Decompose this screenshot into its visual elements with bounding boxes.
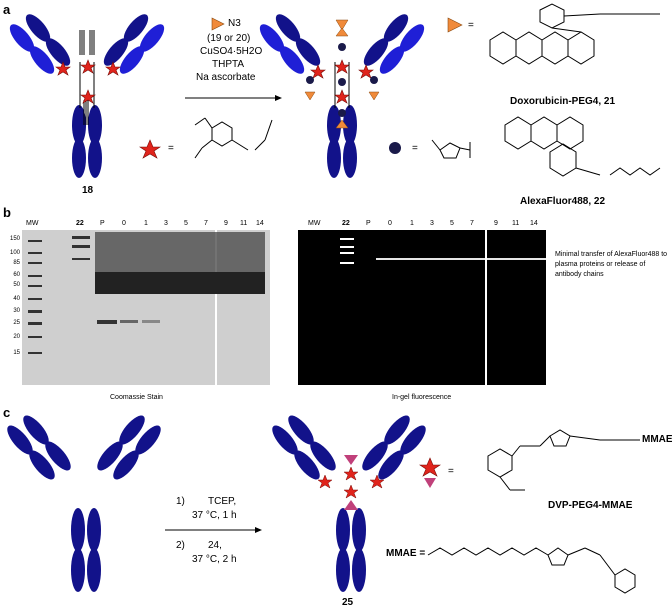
doxorubicin-label: Doxorubicin-PEG4, 21 xyxy=(510,96,616,107)
mw-marker: 20 xyxy=(13,334,20,340)
step2-reagent: 24, xyxy=(208,540,222,551)
lane-label: 22 xyxy=(76,220,84,227)
lane-label: 22 xyxy=(342,220,350,227)
azide-label: N3 xyxy=(228,18,241,29)
payload-equals: = xyxy=(448,466,454,477)
fluorescence-caption: In-gel fluorescence xyxy=(392,394,452,401)
dvp-structure xyxy=(487,429,640,491)
mw-marker: 30 xyxy=(13,308,20,314)
lane-label: 5 xyxy=(450,220,454,227)
lane-label: 5 xyxy=(184,220,188,227)
dvp-peg-mmae-label: DVP-PEG4-MMAE xyxy=(548,500,633,511)
lane-label: 11 xyxy=(240,220,248,227)
lane-label: P xyxy=(100,220,105,227)
triangle-equals: = xyxy=(468,20,474,31)
lane-label: 3 xyxy=(430,220,434,227)
lane-label: MW xyxy=(308,220,321,227)
step1-reagent: TCEP, xyxy=(208,496,237,507)
step2-conditions: 37 °C, 2 h xyxy=(192,554,237,565)
lane-label: 1 xyxy=(410,220,414,227)
lane-label: 0 xyxy=(388,220,392,227)
step1-number: 1) xyxy=(176,496,185,507)
coomassie-gel-bands xyxy=(28,232,265,354)
panel-letter-c: c xyxy=(3,405,11,420)
mw-marker: 85 xyxy=(13,260,20,266)
alexafluor-label: AlexaFluor488, 22 xyxy=(520,196,606,207)
compound-18-label: 18 xyxy=(82,185,94,196)
mw-marker: 150 xyxy=(9,236,20,242)
alexafluor-structure xyxy=(504,116,661,177)
antibody-18 xyxy=(9,14,165,178)
mmae-structure xyxy=(427,547,636,594)
lane-label: 3 xyxy=(164,220,168,227)
step2-number: 2) xyxy=(176,540,185,551)
mmae-equals-label: MMAE = xyxy=(386,548,426,559)
mw-marker: 100 xyxy=(9,250,20,256)
circle-equals: = xyxy=(412,143,418,154)
mw-marker: 40 xyxy=(13,296,20,302)
compound-19-20-label: (19 or 20) xyxy=(207,33,251,44)
coomassie-lane-labels: MW 22 P 0 1 3 5 7 9 11 14 MW 22 P 0 1 3 … xyxy=(0,220,672,230)
lane-label: 0 xyxy=(122,220,126,227)
lane-label: 14 xyxy=(256,220,264,227)
panel-letter-a: a xyxy=(3,2,11,17)
fluorescence-gel-bands xyxy=(340,238,546,264)
lane-label: 7 xyxy=(470,220,474,227)
lane-label: 11 xyxy=(512,220,520,227)
step1-conditions: 37 °C, 1 h xyxy=(192,510,237,521)
coomassie-caption: Coomassie Stain xyxy=(110,394,163,401)
panel-letter-b: b xyxy=(3,205,11,220)
mw-marker: 25 xyxy=(13,320,20,326)
mmae-payload-label: MMAE xyxy=(642,434,672,445)
lane-label: 9 xyxy=(494,220,498,227)
doxorubicin-structure xyxy=(489,3,660,65)
mw-marker: 50 xyxy=(13,282,20,288)
lane-label: 7 xyxy=(204,220,208,227)
reductant-label: Na ascorbate xyxy=(196,72,256,83)
lane-label: P xyxy=(366,220,371,227)
mw-marker: 15 xyxy=(13,350,20,356)
gel-note: Minimal transfer of AlexaFluor488 to pla… xyxy=(555,251,668,278)
lane-label: MW xyxy=(26,220,39,227)
copper-reagent-label: CuSO4·5H2O xyxy=(200,46,263,57)
lane-label: 1 xyxy=(144,220,148,227)
lane-label: 14 xyxy=(530,220,538,227)
lane-label: 9 xyxy=(224,220,228,227)
mw-marker: 60 xyxy=(13,272,20,278)
star-equals: = xyxy=(168,143,174,154)
ligand-label: THPTA xyxy=(212,59,245,70)
compound-25-label: 25 xyxy=(342,597,354,608)
